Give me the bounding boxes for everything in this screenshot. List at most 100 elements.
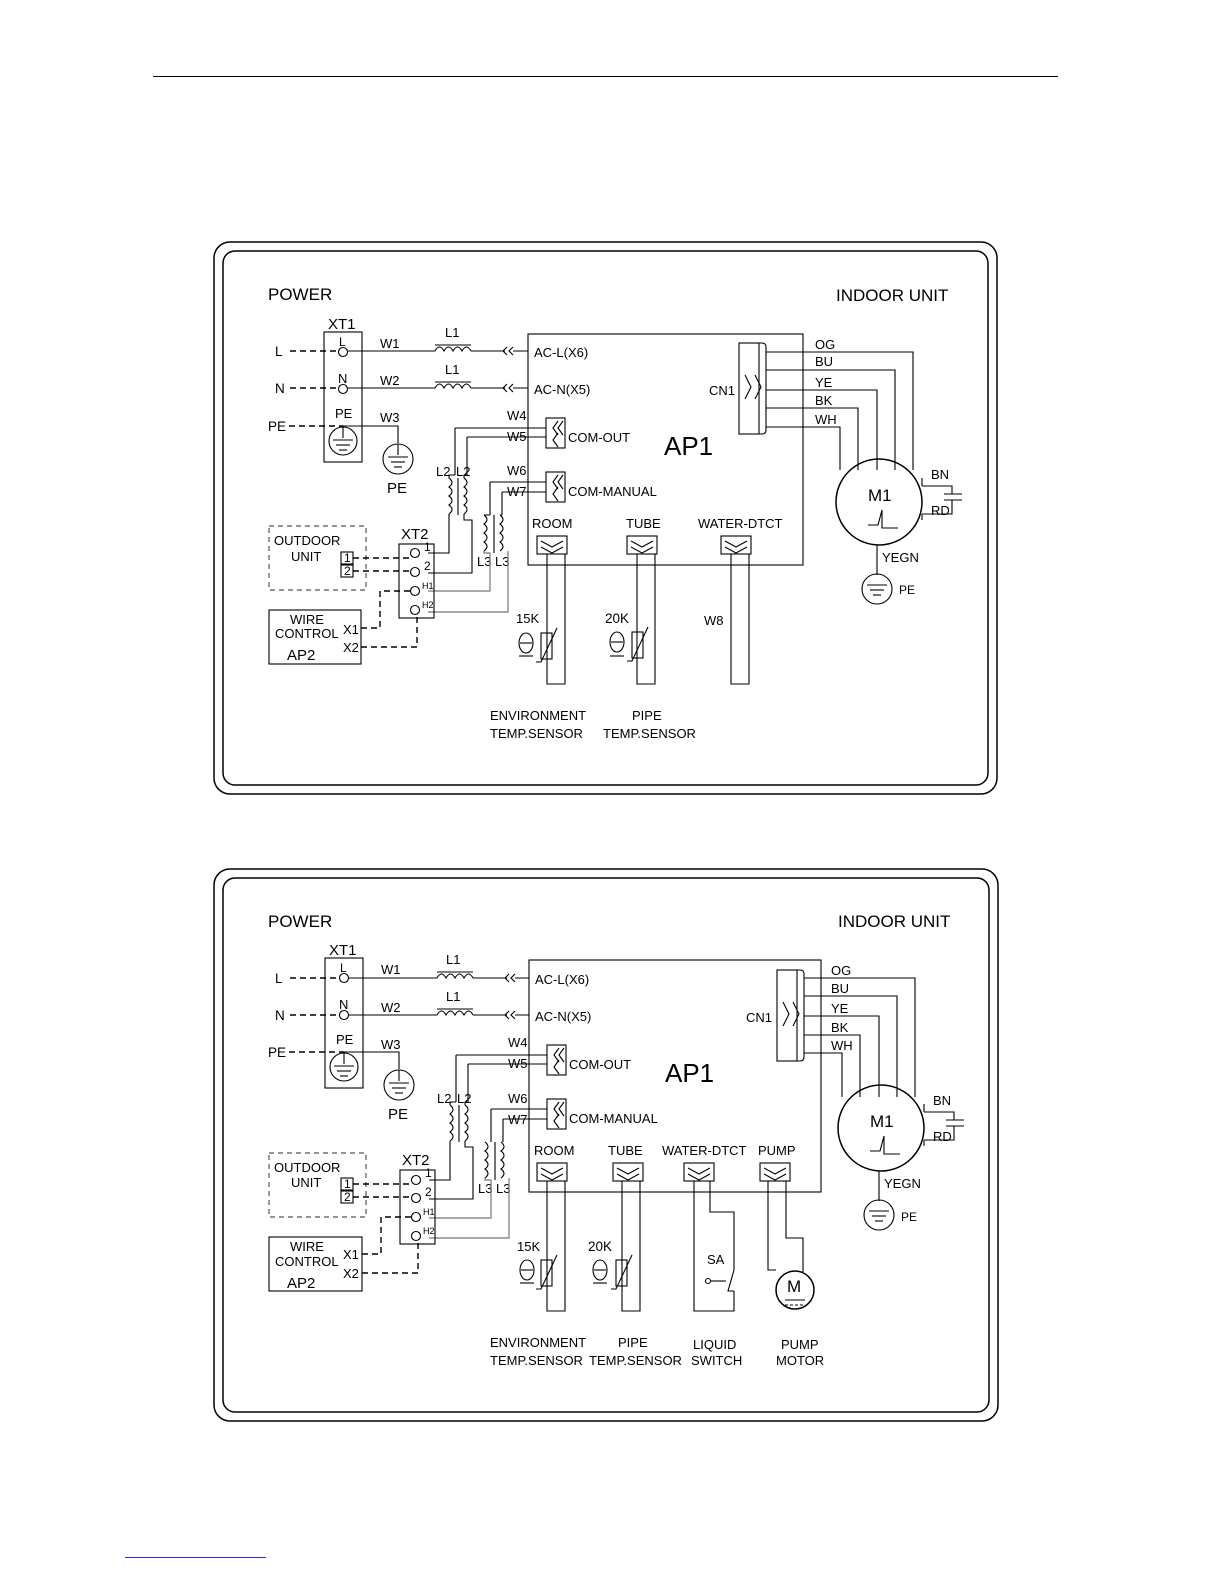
xt1-n-label: N [338,371,347,386]
com-out-connector [546,1044,567,1076]
outdoor-unit-label-1: OUTDOOR [274,533,340,548]
input-n-label: N [275,381,285,396]
w2-label: W2 [381,1000,401,1015]
outdoor-terminal-2-label: 2 [344,564,351,578]
ap1-board [527,333,804,566]
yegn-label: YEGN [882,550,919,565]
outer-frame [213,241,998,795]
ap2-label: AP2 [287,1275,315,1292]
input-pe-label: PE [268,1045,286,1060]
l1-upper-label: L1 [446,952,460,967]
com-manual-connector [546,1098,567,1130]
outdoor-terminal-2-label: 2 [344,1190,351,1204]
bk-label: BK [831,1020,849,1035]
room-label: ROOM [534,1143,574,1158]
xt2-h1-label: H1 [422,581,434,591]
xt1-label: XT1 [328,316,356,333]
xt2-label: XT2 [401,526,429,543]
xt1-pe-label: PE [336,1032,354,1047]
pump-motor-label-1: PUMP [781,1337,819,1352]
xt2-1-label: 1 [424,540,431,554]
ap1-label: AP1 [664,431,713,461]
tube-connector [626,535,658,555]
xt1-l-terminal [337,346,349,358]
bu-label: BU [815,354,833,369]
liquid-switch-icon [704,1269,735,1292]
xt1-label: XT1 [329,942,357,959]
l2-right-label: L2 [457,1091,471,1106]
w1-label: W1 [381,962,401,977]
com-out-connector [545,417,566,449]
bn-label: BN [933,1093,951,1108]
inner-frame [222,250,989,786]
wire-control-label-1: WIRE [290,612,324,627]
inner-frame [222,877,990,1413]
xt1-n-terminal [337,383,349,395]
power-title: POWER [268,912,332,931]
thermistor-15k-icon [519,1254,558,1290]
liquid-switch-label-1: LIQUID [693,1337,736,1352]
input-pe-label: PE [268,419,286,434]
l1-lower-inductor [348,383,505,390]
x1-label: X1 [343,622,359,637]
water-dtct-connector [683,1162,715,1182]
com-out-label: COM-OUT [569,1057,631,1072]
tube-label: TUBE [626,516,661,531]
m1-label: M1 [868,486,892,505]
l1-lower-label: L1 [446,989,460,1004]
com-manual-label: COM-MANUAL [569,1111,658,1126]
water-dtct-label: WATER-DTCT [662,1143,747,1158]
xt2-2-label: 2 [425,1185,432,1199]
l3-left-label: L3 [477,554,491,569]
wire-control-label-2: CONTROL [275,626,339,641]
l3-right-label: L3 [495,554,509,569]
l2-right-label: L2 [456,464,470,479]
w8-label: W8 [704,613,724,628]
power-title: POWER [268,285,332,304]
ac-l-label: AC-L(X6) [534,345,588,360]
xt1-n-label: N [339,997,348,1012]
pipe-sensor-label-2: TEMP.SENSOR [603,726,696,741]
pe-ground-label: PE [387,480,407,497]
pipe-sensor-label-1: PIPE [618,1335,648,1350]
wiring-diagram-2: POWER INDOOR UNIT XT1 L N PE L N PE W1 L… [213,868,999,1422]
thermistor-15k-icon [518,627,558,663]
xt2-h2-label: H2 [422,600,434,610]
pump-motor-label-2: MOTOR [776,1353,824,1368]
cn1-connector [776,969,798,1062]
tube-connector [612,1162,644,1182]
outdoor-unit-label-1: OUTDOOR [274,1160,340,1175]
xt1-terminal-block [324,957,364,1089]
m1-motor [835,458,923,546]
x1-label: X1 [343,1247,359,1262]
l2-left-label: L2 [436,464,450,479]
l3-coil [484,1141,489,1179]
wire-control-box [268,1236,363,1292]
bu-label: BU [831,981,849,996]
thermistor-20k-icon [592,1254,633,1290]
wire-control-label-1: WIRE [290,1239,324,1254]
tube-resistance-label: 20K [588,1239,612,1254]
env-sensor-label-2: TEMP.SENSOR [490,1353,583,1368]
ap1-label: AP1 [665,1058,714,1088]
bn-label: BN [931,467,949,482]
xt2-2-label: 2 [424,559,431,573]
footer-link-rule [125,1557,266,1558]
cn1-label: CN1 [709,383,735,398]
xt1-terminal-block [323,331,363,463]
ye-label: YE [815,375,833,390]
wh-label: WH [831,1038,853,1053]
xt1-ground-icon [328,426,358,456]
og-label: OG [815,337,835,352]
w1-label: W1 [380,336,400,351]
m1-motor [837,1084,925,1172]
yegn-label: YEGN [884,1176,921,1191]
cn1-label: CN1 [746,1010,772,1025]
w4-label: W4 [507,408,527,423]
pe-ground-label: PE [388,1106,408,1123]
com-manual-label: COM-MANUAL [568,484,657,499]
room-connector [536,535,568,555]
pump-label: PUMP [758,1143,796,1158]
l3-coil [483,514,488,552]
l1-upper-label: L1 [445,325,459,340]
